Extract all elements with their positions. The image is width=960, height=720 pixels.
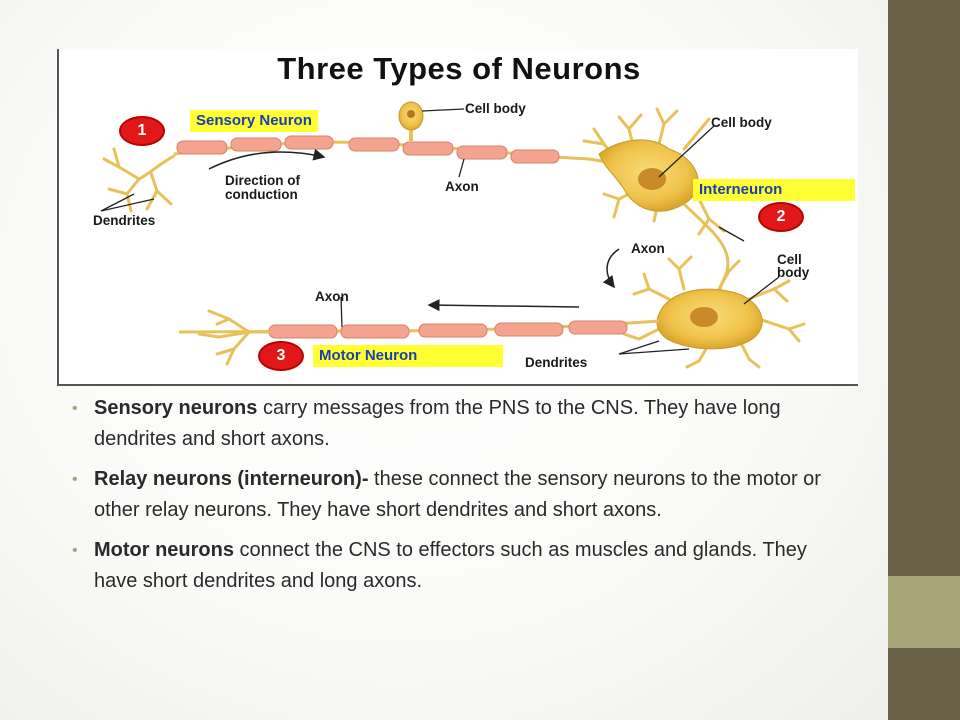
bullet-term: Motor neurons xyxy=(94,539,234,561)
bullet-term: Sensory neurons xyxy=(94,397,258,419)
badge-1: 1 xyxy=(119,116,165,146)
cell-body-label-2: Cell body xyxy=(711,115,772,130)
interneuron-branches xyxy=(582,107,731,236)
bullet-term: Relay neurons (interneuron)- xyxy=(94,468,369,490)
badge-2: 2 xyxy=(758,202,804,232)
axon-label-1: Axon xyxy=(445,179,479,194)
cell-body-label-1: Cell body xyxy=(465,101,526,116)
interneuron-label: Interneuron xyxy=(693,179,855,201)
neuron-diagram: Three Types of Neurons 1 Sensory Neuron … xyxy=(57,49,858,386)
bullet-text: connect the CNS to effectors such as mus… xyxy=(94,539,807,592)
dendrites-label-2: Dendrites xyxy=(525,355,588,370)
direction-label-line2: conduction xyxy=(225,187,298,202)
dendrites-label-1: Dendrites xyxy=(93,213,156,228)
bullet-text: carry messages from the PNS to the CNS. … xyxy=(94,397,781,450)
bullet-list: Sensory neurons carry messages from the … xyxy=(70,393,850,606)
cell-body-label-3-line2: body xyxy=(777,265,810,280)
sensory-myelin xyxy=(176,135,560,164)
axon-label-3: Axon xyxy=(315,289,349,304)
bullet-text: these connect the sensory neurons to the… xyxy=(94,468,821,521)
motor-terminal xyxy=(197,309,271,366)
sidebar-decoration-top xyxy=(888,0,960,576)
bullet-relay: Relay neurons (interneuron)- these conne… xyxy=(70,464,850,526)
direction-label-line1: Direction of xyxy=(225,173,301,188)
sidebar-decoration-middle xyxy=(888,576,960,648)
leader-lines xyxy=(100,108,780,355)
sensory-dendrites xyxy=(102,147,176,213)
cell-body-label-3-line1: Cell xyxy=(777,252,802,267)
motor-neuron-label: Motor Neuron xyxy=(313,345,503,367)
bullet-motor: Motor neurons connect the CNS to effecto… xyxy=(70,535,850,597)
bullet-sensory: Sensory neurons carry messages from the … xyxy=(70,393,850,455)
badge-3: 3 xyxy=(258,341,304,371)
axon-label-2: Axon xyxy=(631,241,665,256)
figure-title: Three Types of Neurons xyxy=(277,51,641,86)
sidebar-decoration-bottom xyxy=(888,648,960,720)
sensory-neuron-label: Sensory Neuron xyxy=(190,110,318,132)
motor-myelin xyxy=(268,320,628,339)
neuron-illustration xyxy=(100,101,806,369)
